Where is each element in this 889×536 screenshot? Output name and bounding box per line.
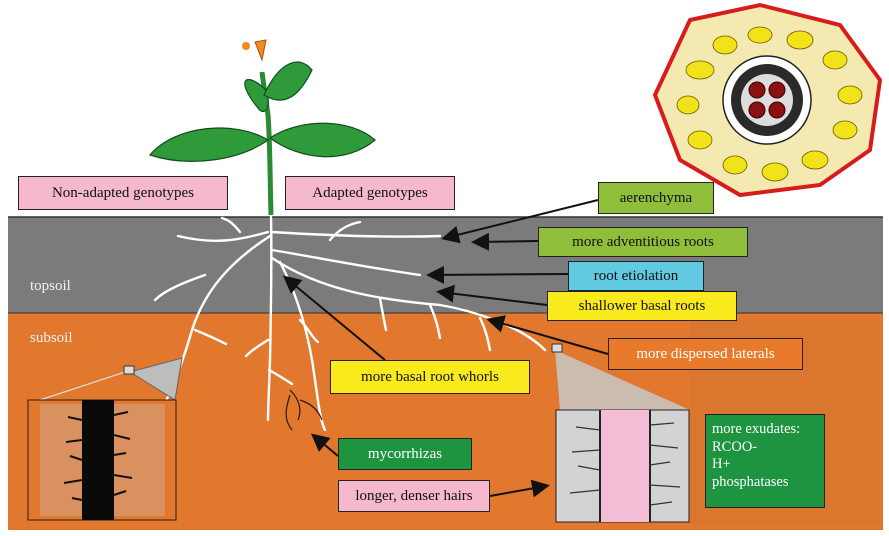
exudates-line-2: RCOO- <box>712 439 757 457</box>
root-etiolation-label: root etiolation <box>568 261 704 291</box>
adapted-genotypes-label: Adapted genotypes <box>285 176 455 210</box>
exudates-line-3: H+ <box>712 456 731 474</box>
shallower-basal-roots-label: shallower basal roots <box>547 291 737 321</box>
more-basal-root-whorls-label: more basal root whorls <box>330 360 530 394</box>
bud <box>255 40 266 60</box>
aerenchyma-label: aerenchyma <box>598 182 714 214</box>
subsoil-label: subsoil <box>30 330 73 347</box>
root-cross-section <box>655 5 880 195</box>
exudates-line-4: phosphatases <box>712 474 789 492</box>
exudates-label: more exudates: RCOO- H+ phosphatases <box>705 414 825 508</box>
longer-denser-hairs-label: longer, denser hairs <box>338 480 490 512</box>
more-adventitious-roots-label: more adventitious roots <box>538 227 748 257</box>
topsoil-label: topsoil <box>30 278 71 295</box>
leaf-right <box>270 123 375 156</box>
mycorrhizas-label: mycorrhizas <box>338 438 472 470</box>
non-adapted-genotypes-label: Non-adapted genotypes <box>18 176 228 210</box>
more-dispersed-laterals-label: more dispersed laterals <box>608 338 803 370</box>
leaf-top-right <box>264 62 312 100</box>
topsoil-layer <box>8 217 883 313</box>
exudates-line-1: more exudates: <box>712 421 800 439</box>
leaf-left <box>150 128 268 161</box>
